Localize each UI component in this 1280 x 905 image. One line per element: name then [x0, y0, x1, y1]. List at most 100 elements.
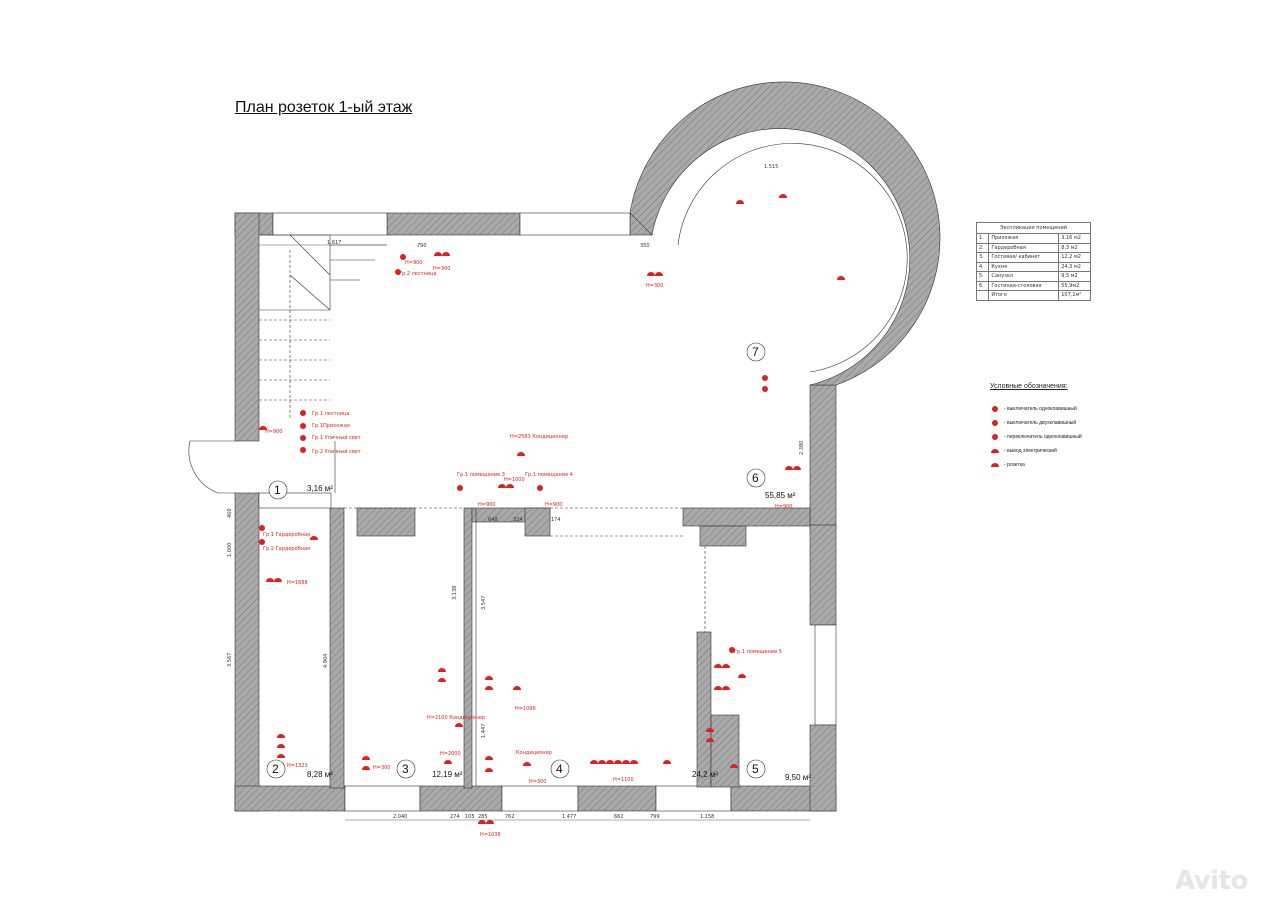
dim-460: 460 [227, 508, 233, 518]
socket-icon [706, 738, 714, 742]
socket-icon [277, 734, 285, 738]
dim-1617: 1.617 [327, 240, 341, 246]
annot-h900: H=900 [478, 502, 496, 508]
room-4-area: 24,2 м² [692, 770, 718, 779]
room-4-number: 4 [556, 762, 563, 776]
annot-h1323: H=1323 [287, 763, 308, 769]
annot-ac-left: H=2100 Кондиционер [427, 715, 485, 721]
annot-h300: H=300 [646, 283, 664, 289]
socket-icon [274, 578, 282, 582]
socket-icon [485, 686, 493, 690]
annot-h1688: H=1688 [287, 580, 308, 586]
wall-int-3 [463, 507, 473, 789]
socket-icon [277, 754, 285, 758]
socket-icon [438, 678, 446, 682]
room-5-area: 9,50 м² [785, 773, 811, 782]
dim-799: 799 [650, 814, 660, 820]
socket-icon [722, 686, 730, 690]
dim-662: 662 [614, 814, 624, 820]
room-1-number: 1 [274, 483, 281, 497]
dim-1000: 1.000 [227, 543, 233, 557]
annot-room3-group: Гр.1 помещение 3 [457, 472, 505, 478]
dim-3138: 3.138 [452, 586, 458, 600]
wall-top-mid [386, 212, 521, 236]
dim-174: 174 [551, 517, 561, 523]
switch-icon [457, 485, 463, 491]
wall-int-9 [710, 714, 740, 788]
room-2-area: 8,28 м² [307, 770, 333, 779]
socket-icon [606, 760, 614, 764]
explication-caption: Экспликация помещений [976, 222, 1091, 233]
annot-h900: H=900 [545, 502, 563, 508]
socket-icon [663, 760, 671, 764]
socket-icon [730, 764, 738, 768]
switch-icon [762, 386, 768, 392]
window-bottom-3 [655, 785, 732, 812]
socket-icon [722, 664, 730, 668]
annot-room4-group: Гр.1 помещение 4 [525, 472, 573, 478]
socket-icon [614, 760, 622, 764]
legend-title: Условные обозначения: [990, 383, 1068, 390]
annot-wardrobe-2: Гр.2 Гардеробная [263, 546, 310, 552]
wall-entrance [258, 492, 332, 509]
switch-icon [762, 375, 768, 381]
dim-790: 790 [417, 243, 427, 249]
switch-icon [400, 254, 406, 260]
annot-ac-top: H=2583 Кондиционер [510, 434, 568, 440]
socket-icon [647, 272, 655, 276]
annot-h1100: H=1100 [613, 777, 634, 783]
socket-icon [485, 676, 493, 680]
annotations: Гр.2 лестница H=900 H=300 H=300 Гр.1 лес… [263, 260, 793, 838]
socket-icon [266, 578, 274, 582]
dim-1515: 1.515 [764, 164, 778, 170]
socket-icon [513, 686, 521, 690]
socket-icon [738, 674, 746, 678]
switch-single-icon [990, 405, 1000, 413]
wall-left-upper [234, 212, 260, 442]
window-right [814, 624, 837, 726]
annot-h900: H=900 [405, 260, 423, 266]
watermark: Avito [1175, 866, 1248, 896]
socket-icon [630, 760, 638, 764]
dimensions: 1.617 790 350 1.515 2.040 274 105 285 76… [227, 164, 810, 821]
walls [188, 81, 941, 812]
socket-icon [793, 466, 801, 470]
ac-outlet-icon [517, 452, 525, 456]
switch-icon [300, 410, 306, 416]
socket-icon [785, 466, 793, 470]
dim-350: 350 [640, 243, 650, 249]
socket-icon [506, 484, 514, 488]
room-6-number: 6 [752, 471, 759, 485]
socket-icon [277, 744, 285, 748]
socket-icon [706, 728, 714, 732]
socket-icon [434, 252, 442, 256]
annot-stairs-ref: Гр.2 лестница [399, 271, 437, 277]
socket-icon [362, 766, 370, 770]
dim-274: 274 [450, 814, 460, 820]
legend-item: - розетка [990, 458, 1082, 472]
socket-icon [837, 276, 845, 280]
dim-2040: 2.040 [393, 814, 407, 820]
wall-int-5 [524, 507, 551, 537]
socket-icon [444, 760, 452, 764]
socket-icon [485, 768, 493, 772]
switch-icon [729, 647, 735, 653]
socket-icon [362, 756, 370, 760]
annot-stairs-light: Гр.1 лестница [312, 411, 350, 417]
dim-285: 285 [478, 814, 488, 820]
dim-324: 324 [513, 517, 523, 523]
legend-item: - выключатель двухклавишный [990, 416, 1082, 430]
wall-int-8 [696, 631, 712, 788]
wall-int-7 [699, 525, 747, 547]
dim-762: 762 [505, 814, 515, 820]
room-2-number: 2 [272, 762, 279, 776]
ac-outlet-icon [455, 723, 463, 727]
wall-bottom-1 [234, 785, 346, 812]
wall-int-6 [682, 507, 811, 527]
annot-h1000: H=1000 [504, 477, 525, 483]
